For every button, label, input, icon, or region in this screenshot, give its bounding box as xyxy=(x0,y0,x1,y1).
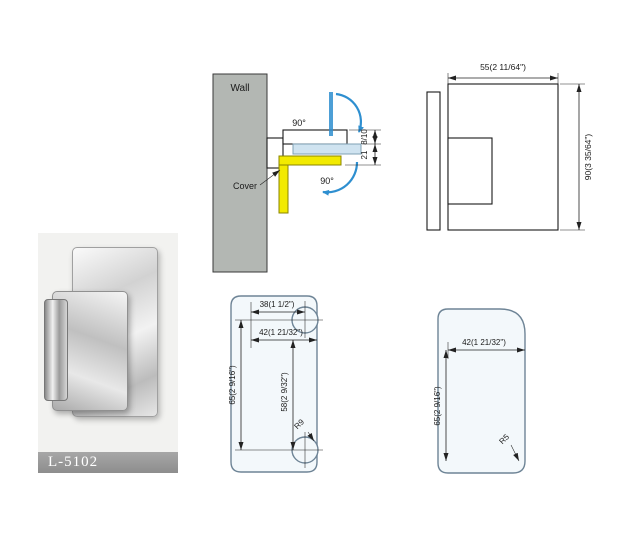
dim-center-distance: 65(2 9/16") xyxy=(433,386,442,426)
top-clamp-plate xyxy=(282,129,348,145)
swing-arc-top xyxy=(335,92,364,133)
dim-hole-offset: 38(1 1/2") xyxy=(260,300,295,309)
front-view-drawing: 55(2 11/64") 90(3 35/64") xyxy=(426,62,593,231)
glass-template-a: 38(1 1/2") 42(1 21/32") 65(2 9/16") 58(2… xyxy=(228,295,323,473)
glass-panel xyxy=(292,143,362,155)
wall-section xyxy=(212,73,268,273)
radius-leader-line xyxy=(307,431,315,442)
angle-label-top: 90° xyxy=(292,118,306,128)
dim-edge-offset: 42(1 21/32") xyxy=(259,328,303,337)
cover-label: Cover xyxy=(233,181,257,191)
wall-plate-front xyxy=(426,91,441,231)
dim-offset: 21 xyxy=(360,150,369,159)
dim-edge-offset: 42(1 21/32") xyxy=(462,338,506,347)
angle-label-bottom: 90° xyxy=(320,176,334,186)
cover-horizontal xyxy=(278,155,342,166)
hinge-knuckle xyxy=(44,299,68,401)
dim-width: 55(2 11/64") xyxy=(480,62,526,72)
model-number: L-5102 xyxy=(48,454,99,470)
side-view-drawing: Wall 90° 90° Cover 8/10 21 xyxy=(212,73,381,273)
dim-center-distance: 65(2 9/16") xyxy=(228,365,237,405)
cover-leader-line xyxy=(259,169,281,186)
dim-glass-thickness: 8/10 xyxy=(360,129,369,145)
swing-arc-bottom xyxy=(322,161,359,196)
product-photo: L-5102 xyxy=(38,233,178,473)
radius-leader-line xyxy=(510,444,520,462)
glass-template-b: 42(1 21/32") 65(2 9/16") R5 xyxy=(433,308,526,474)
dim-inner-distance: 58(2 9/32") xyxy=(280,372,289,412)
cover-vertical xyxy=(278,164,289,214)
wall-label: Wall xyxy=(230,83,249,94)
dim-height: 90(3 35/64") xyxy=(583,134,593,181)
knuckle-front xyxy=(447,137,493,205)
glass-panel-outline xyxy=(437,308,526,474)
model-label-bar: L-5102 xyxy=(38,452,178,473)
